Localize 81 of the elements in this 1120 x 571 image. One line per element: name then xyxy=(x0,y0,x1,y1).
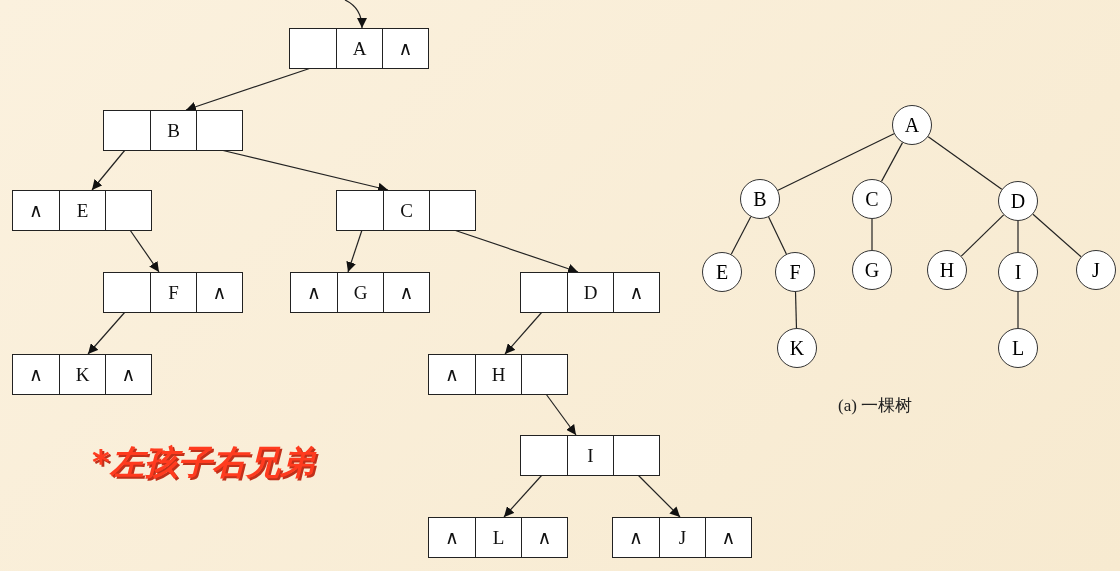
tree-edge xyxy=(960,214,1005,257)
tree-edge xyxy=(880,142,904,182)
arrow xyxy=(346,229,363,273)
pointer-cell xyxy=(337,191,383,230)
arrow xyxy=(87,311,126,355)
data-cell: J xyxy=(659,518,705,557)
tree-edge xyxy=(794,291,798,329)
pointer-cell xyxy=(104,111,150,150)
record-box xyxy=(428,354,568,395)
tree-edge xyxy=(871,218,873,251)
arrow xyxy=(129,229,160,273)
data-cell: F xyxy=(150,273,196,312)
pointer-cell: ∧ xyxy=(613,518,659,557)
arrow xyxy=(637,474,681,518)
tree-node-circle: B xyxy=(740,179,780,219)
tree-node-circle: D xyxy=(998,181,1038,221)
data-cell: D xyxy=(567,273,613,312)
pointer-cell: ∧ xyxy=(291,273,337,312)
tree-node-circle: K xyxy=(777,328,817,368)
tree-caption: (a) 一棵树 xyxy=(838,395,913,417)
record-box xyxy=(12,190,152,231)
pointer-cell xyxy=(613,436,659,475)
tree-edge xyxy=(1017,220,1019,253)
data-cell: B xyxy=(150,111,196,150)
pointer-cell: ∧ xyxy=(521,518,567,557)
arrow xyxy=(503,474,543,518)
pointer-cell: ∧ xyxy=(105,355,151,394)
data-cell: I xyxy=(567,436,613,475)
arrow xyxy=(344,0,367,29)
tree-node-circle: A xyxy=(892,105,932,145)
tree-node-circle: I xyxy=(998,252,1038,292)
record-box xyxy=(12,354,152,395)
data-cell: A xyxy=(336,29,382,68)
pointer-cell xyxy=(521,273,567,312)
pointer-cell: ∧ xyxy=(196,273,242,312)
arrow xyxy=(545,393,577,436)
tree-node-circle: C xyxy=(852,179,892,219)
record-box xyxy=(428,517,568,558)
pointer-cell: ∧ xyxy=(429,355,475,394)
tree-node-circle: F xyxy=(775,252,815,292)
pointer-cell xyxy=(521,355,567,394)
tree-node-circle: E xyxy=(702,252,742,292)
tree-edge xyxy=(927,136,1003,190)
pointer-cell xyxy=(429,191,475,230)
tree-edge xyxy=(1017,291,1019,329)
pointer-cell: ∧ xyxy=(613,273,659,312)
record-box xyxy=(103,110,243,151)
arrow xyxy=(504,311,543,355)
tree-edge xyxy=(1032,213,1082,258)
pointer-cell: ∧ xyxy=(13,191,59,230)
record-box xyxy=(336,190,476,231)
tree-node-circle: G xyxy=(852,250,892,290)
data-cell: G xyxy=(337,273,383,312)
pointer-cell xyxy=(104,273,150,312)
data-cell: H xyxy=(475,355,521,394)
record-box xyxy=(290,272,430,313)
pointer-cell: ∧ xyxy=(705,518,751,557)
pointer-cell: ∧ xyxy=(13,355,59,394)
pointer-cell xyxy=(290,29,336,68)
pointer-cell xyxy=(105,191,151,230)
arrow xyxy=(91,149,126,191)
tree-edge xyxy=(768,216,787,255)
data-cell: C xyxy=(383,191,429,230)
data-cell: E xyxy=(59,191,105,230)
record-box xyxy=(520,272,660,313)
pointer-cell: ∧ xyxy=(383,273,429,312)
pointer-cell xyxy=(196,111,242,150)
tree-node-circle: H xyxy=(927,250,967,290)
record-box xyxy=(289,28,429,69)
tree-edge xyxy=(777,133,895,191)
pointer-cell xyxy=(521,436,567,475)
tree-edge xyxy=(730,216,752,255)
record-box xyxy=(520,435,660,476)
tree-node-circle: J xyxy=(1076,250,1116,290)
record-box xyxy=(612,517,752,558)
pointer-cell: ∧ xyxy=(382,29,428,68)
tree-node-circle: L xyxy=(998,328,1038,368)
data-cell: L xyxy=(475,518,521,557)
pointer-cell: ∧ xyxy=(429,518,475,557)
record-box xyxy=(103,272,243,313)
data-cell: K xyxy=(59,355,105,394)
